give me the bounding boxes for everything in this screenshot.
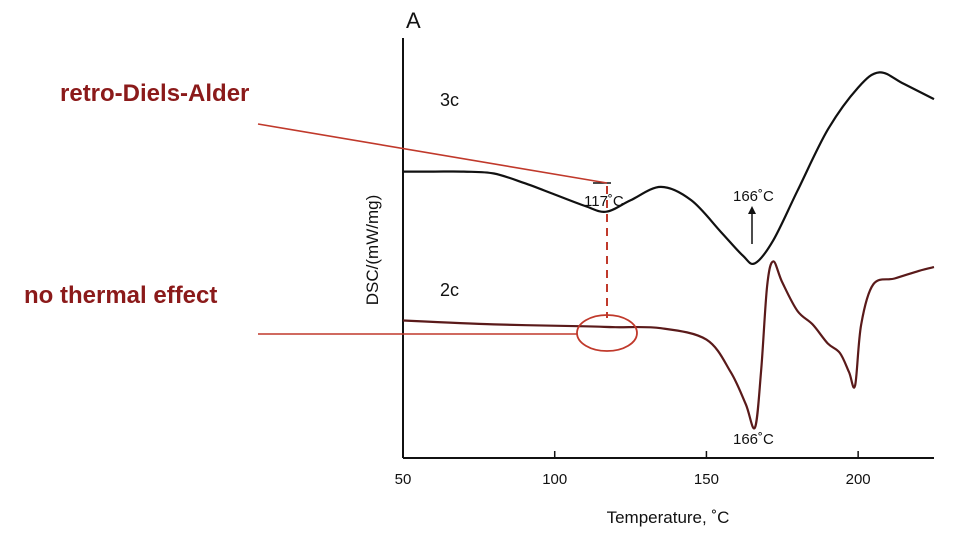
series-2c-label: 2c: [440, 280, 459, 300]
retro-diels-alder-annotation: retro-Diels-Alder: [60, 80, 250, 107]
x-axis-ticks: 50 100 150 200: [395, 451, 871, 488]
panel-letter: A: [406, 8, 421, 33]
x-axis-label: Temperature, ˚C: [607, 508, 730, 527]
peak-117-label: 117˚C: [584, 193, 624, 210]
series-3c-line: [403, 71, 935, 265]
peak-166-2c-label: 166˚C: [733, 431, 774, 448]
x-tick-label-150: 150: [694, 471, 719, 488]
retro-diels-alder-leader-line: [257, 123, 608, 184]
no-thermal-effect-ellipse: [576, 314, 638, 352]
series-3c-label: 3c: [440, 90, 459, 110]
x-tick-label-100: 100: [542, 471, 567, 488]
x-tick-label-50: 50: [395, 471, 412, 488]
peak-166-3c-arrowhead: [748, 206, 756, 214]
peak-166-3c-label: 166˚C: [733, 188, 774, 205]
series-2c-line: [402, 260, 935, 430]
no-thermal-effect-annotation: no thermal effect: [24, 282, 218, 309]
x-tick-label-200: 200: [846, 471, 871, 488]
y-axis-label: DSC/(mW/mg): [363, 195, 382, 305]
